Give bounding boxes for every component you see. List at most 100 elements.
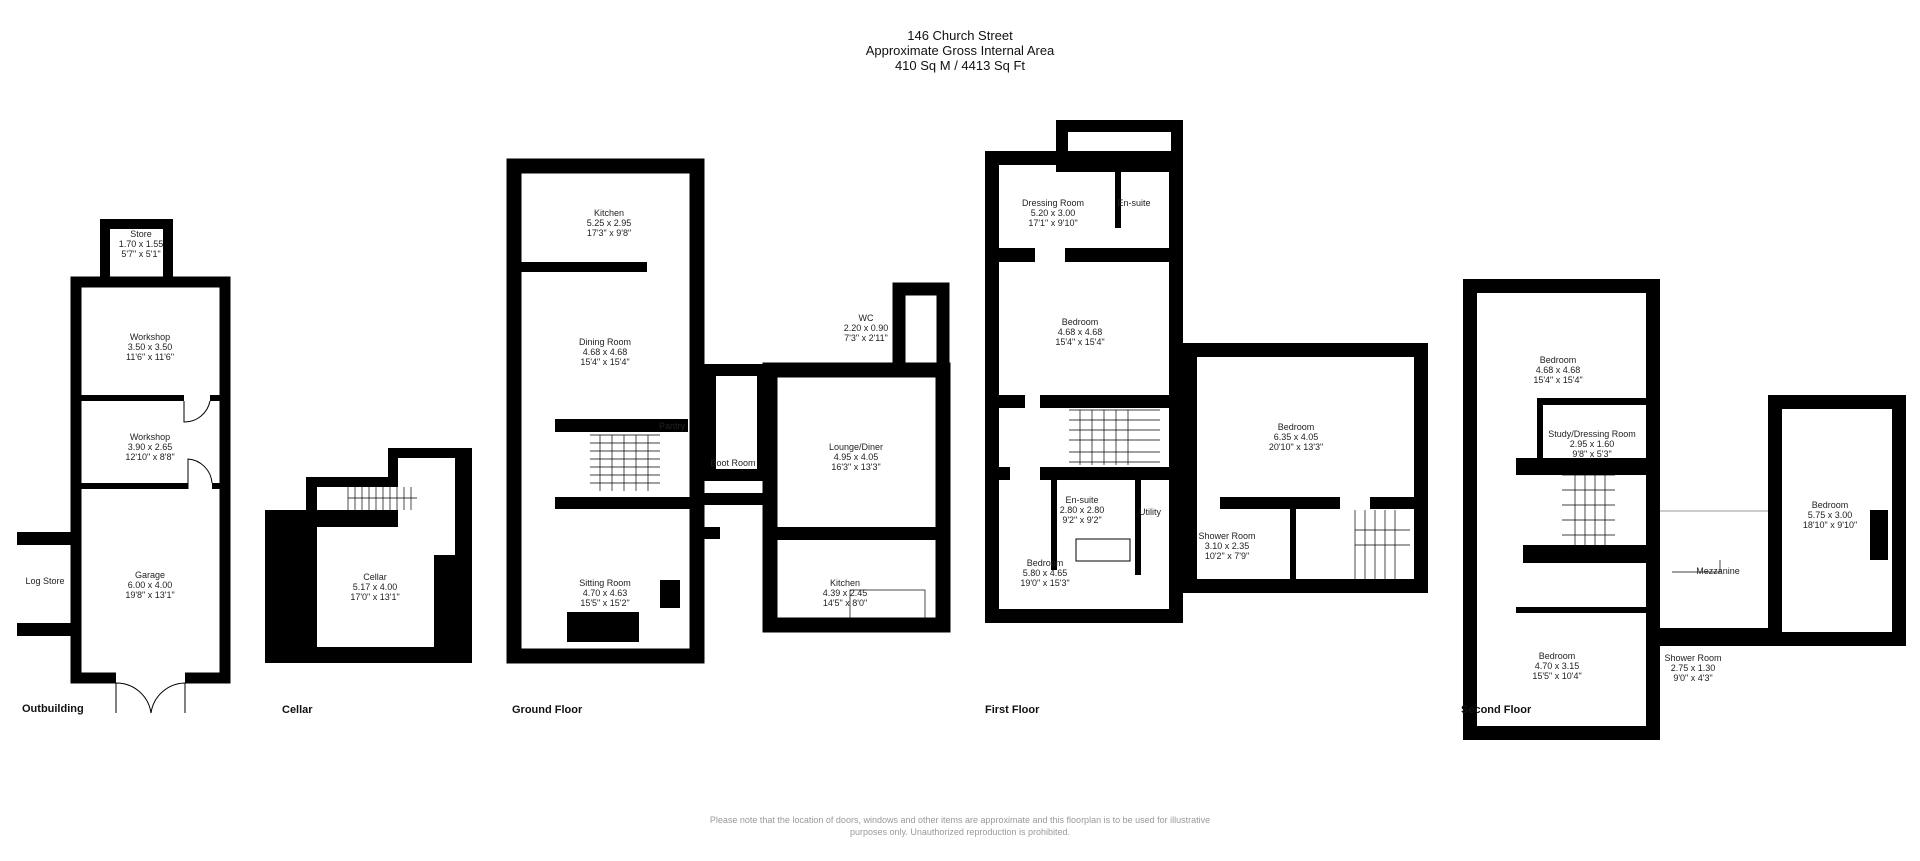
- room-metric: 6.35 x 4.05: [1273, 432, 1319, 442]
- room-imperial: 5'7" x 5'1": [121, 249, 161, 259]
- room-metric: 4.68 x 4.68: [1057, 327, 1103, 337]
- room-name: Lounge/Diner: [828, 442, 884, 452]
- room-imperial: 19'8" x 13'1": [125, 590, 175, 600]
- room-metric: 5.75 x 3.00: [1807, 510, 1853, 520]
- floor-label-first-floor: First Floor: [985, 704, 1040, 716]
- ground-floor-walls: [506, 158, 951, 664]
- room-name: En-suite: [1117, 198, 1151, 208]
- room-name: Shower Room: [1198, 531, 1256, 541]
- room-metric: 5.20 x 3.00: [1030, 208, 1076, 218]
- room-imperial: 20'10" x 13'3": [1268, 442, 1324, 452]
- room-imperial: 7'3" x 2'11": [844, 333, 888, 343]
- room-name: Bedroom: [1539, 355, 1577, 365]
- room-name: Bedroom: [1026, 558, 1064, 568]
- outbuilding-walls: [17, 219, 231, 714]
- floor-label-outbuilding: Outbuilding: [22, 703, 84, 715]
- room-metric: 5.80 x 4.65: [1022, 568, 1068, 578]
- room-name: En-suite: [1065, 495, 1099, 505]
- room-metric: 4.68 x 4.68: [582, 347, 628, 357]
- room-name: Kitchen: [829, 578, 861, 588]
- room-metric: 4.95 x 4.05: [833, 452, 879, 462]
- room-imperial: 14'5" x 8'0": [822, 598, 868, 608]
- room-label: En-suite: [1117, 198, 1150, 208]
- room-name: Log Store: [25, 576, 65, 586]
- room-name: Pantry: [658, 421, 686, 431]
- room-imperial: 11'6" x 11'6": [125, 352, 175, 362]
- room-metric: 3.10 x 2.35: [1204, 541, 1250, 551]
- room-metric: 2.80 x 2.80: [1059, 505, 1105, 515]
- room-label: Utility: [1139, 507, 1161, 517]
- room-name: Shower Room: [1664, 653, 1722, 663]
- cellar-walls: [265, 448, 472, 663]
- room-imperial: 17'3" x 9'8": [586, 228, 632, 238]
- room-name: Workshop: [129, 432, 171, 442]
- room-metric: 3.90 x 2.65: [127, 442, 173, 452]
- room-metric: 4.70 x 4.63: [582, 588, 628, 598]
- room-metric: 1.70 x 1.55: [118, 239, 164, 249]
- disclaimer: Please note that the location of doors, …: [0, 814, 1920, 838]
- room-name: Workshop: [129, 332, 171, 342]
- area-caption: Approximate Gross Internal Area: [865, 43, 1055, 58]
- room-metric: 5.25 x 2.95: [586, 218, 632, 228]
- room-name: Utility: [1139, 507, 1161, 517]
- room-imperial: 18'10" x 9'10": [1802, 520, 1858, 530]
- room-name: Dressing Room: [1021, 198, 1085, 208]
- room-metric: 6.00 x 4.00: [127, 580, 173, 590]
- area-value: 410 Sq M / 4413 Sq Ft: [894, 58, 1026, 73]
- room-name: Bedroom: [1538, 651, 1576, 661]
- room-imperial: 9'8" x 5'3": [1572, 449, 1612, 459]
- room-imperial: 15'5" x 10'4": [1532, 671, 1582, 681]
- floor-label-second-floor: Second Floor: [1461, 704, 1532, 716]
- room-imperial: 16'3" x 13'3": [831, 462, 881, 472]
- room-name: Store: [130, 229, 152, 239]
- room-imperial: 17'1" x 9'10": [1028, 218, 1078, 228]
- room-imperial: 15'4" x 15'4": [1533, 375, 1583, 385]
- address: 146 Church Street: [907, 28, 1013, 43]
- room-name: Bedroom: [1061, 317, 1099, 327]
- room-name: Bedroom: [1277, 422, 1315, 432]
- room-name: Bedroom: [1811, 500, 1849, 510]
- room-imperial: 15'4" x 15'4": [580, 357, 630, 367]
- room-imperial: 19'0" x 15'3": [1020, 578, 1070, 588]
- room-name: Cellar: [363, 572, 387, 582]
- floor-label-ground-floor: Ground Floor: [512, 704, 583, 716]
- room-name: Garage: [134, 570, 166, 580]
- floor-label-cellar: Cellar: [282, 704, 313, 716]
- plan-title: 146 Church Street Approximate Gross Inte…: [0, 28, 1920, 73]
- room-metric: 2.75 x 1.30: [1670, 663, 1716, 673]
- room-name: Mezzanine: [1696, 566, 1740, 576]
- room-label: Pantry: [659, 421, 685, 431]
- room-metric: 2.95 x 1.60: [1569, 439, 1615, 449]
- first-floor-walls: [985, 120, 1428, 623]
- room-imperial: 9'0" x 4'3": [1673, 673, 1713, 683]
- disclaimer-line-1: Please note that the location of doors, …: [709, 815, 1211, 825]
- room-metric: 3.50 x 3.50: [127, 342, 173, 352]
- room-metric: 5.17 x 4.00: [352, 582, 398, 592]
- room-name: Dining Room: [578, 337, 632, 347]
- second-floor-walls: [1463, 279, 1906, 740]
- room-imperial: 10'2" x 7'9": [1204, 551, 1250, 561]
- room-label: Log Store: [25, 576, 64, 586]
- disclaimer-line-2: purposes only. Unauthorized reproduction…: [850, 827, 1070, 837]
- room-name: Study/Dressing Room: [1548, 429, 1636, 439]
- room-metric: 4.68 x 4.68: [1535, 365, 1581, 375]
- room-name: Boot Room: [710, 458, 756, 468]
